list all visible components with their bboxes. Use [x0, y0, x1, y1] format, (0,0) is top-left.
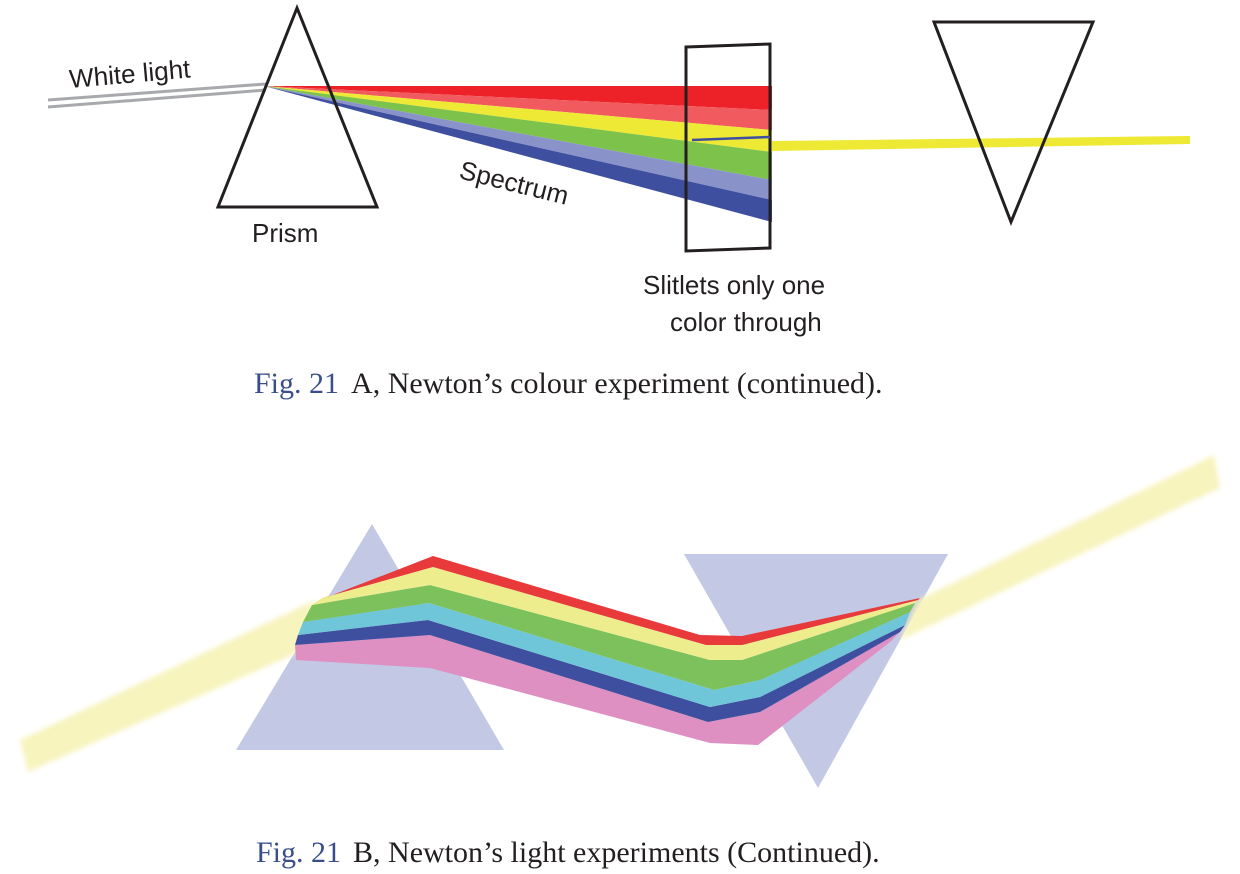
slitlets-label-line2: color through — [670, 307, 822, 337]
incoming-light-beam — [20, 600, 315, 772]
caption-b-number: Fig. 21 — [256, 836, 341, 869]
caption-a: Fig. 21 A, Newton’s colour experiment (co… — [254, 367, 883, 400]
band-pink — [295, 632, 900, 745]
caption-b-text: B, Newton’s light experiments (Continued… — [353, 836, 880, 869]
band-blue — [295, 620, 905, 722]
band-cyan — [298, 603, 910, 707]
spectrum-zigzag — [295, 556, 920, 745]
band-green — [303, 585, 915, 690]
prism-left — [215, 3, 380, 209]
caption-b: Fig. 21 B, Newton’s light experiments (Co… — [256, 836, 880, 869]
prism-label: Prism — [252, 218, 318, 248]
caption-a-number: Fig. 21 — [254, 367, 339, 400]
spectrum-band-blue — [264, 86, 772, 222]
caption-a-text: A, Newton’s colour experiment (continued… — [351, 367, 883, 400]
outgoing-light-beam — [900, 455, 1220, 640]
slit-marker — [691, 135, 771, 142]
slitlet-screen — [684, 42, 772, 253]
figure-b: Fig. 21 B, Newton’s light experiments (Co… — [20, 455, 1220, 869]
prism-right-inverted — [931, 20, 1096, 227]
band-light-yellow — [312, 567, 918, 660]
figure-a: White light Prism Spectrum Slitlets only… — [47, 3, 1190, 400]
spectrum-fan — [264, 86, 772, 222]
slitlets-label-line1: Slitlets only one — [643, 270, 825, 300]
white-light-label: White light — [68, 53, 192, 94]
white-light-beam — [47, 82, 267, 109]
